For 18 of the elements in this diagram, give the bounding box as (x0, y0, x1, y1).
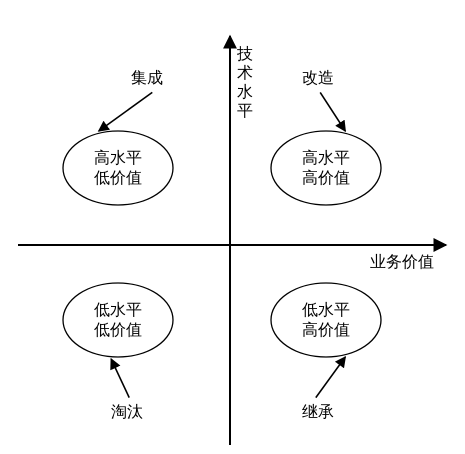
ellipse-text: 低水平高价值 (301, 300, 351, 340)
callout-text: 继承 (302, 402, 334, 422)
ellipse (270, 130, 382, 206)
axis-label: 业务价值 (369, 252, 435, 271)
ellipse (62, 282, 174, 358)
arrow (110, 358, 130, 398)
axis-label: 技术水平 (236, 44, 254, 120)
ellipse (270, 282, 382, 358)
ellipse-text: 高水平低价值 (93, 148, 143, 188)
arrow (315, 356, 346, 398)
ellipse-text: 低水平低价值 (93, 300, 143, 340)
arrow (98, 92, 153, 132)
arrow (320, 92, 346, 132)
callout-text: 集成 (131, 68, 163, 88)
callout-text: 改造 (302, 68, 334, 88)
callout-text: 淘汰 (111, 402, 143, 422)
ellipse-text: 高水平高价值 (301, 148, 351, 188)
ellipse (62, 130, 174, 206)
